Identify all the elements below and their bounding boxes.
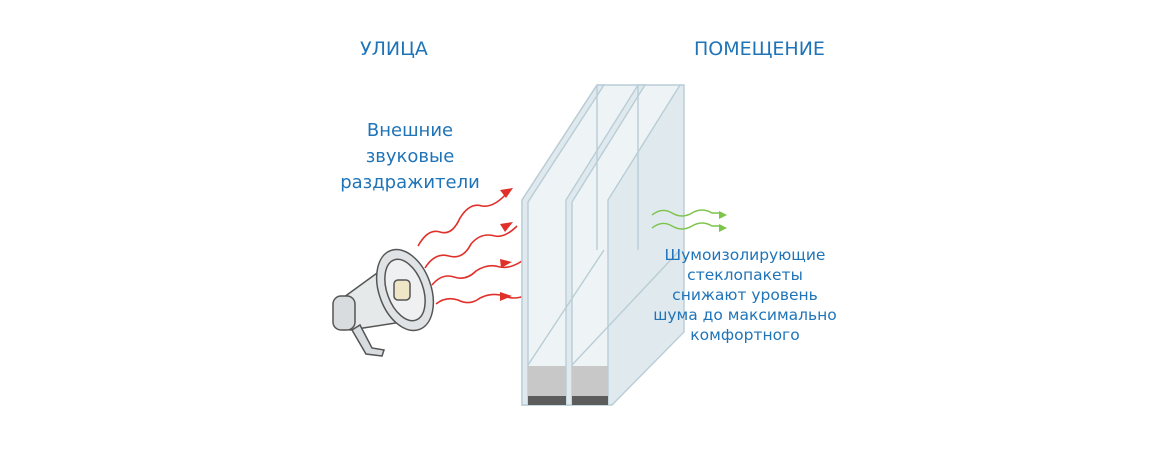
caption-line: раздражители	[340, 172, 480, 193]
caption-line: стеклопакеты	[687, 266, 803, 284]
noise-reduction-caption: Шумоизолирующие стеклопакеты снижают уро…	[640, 245, 850, 345]
caption-line: снижают уровень	[672, 286, 818, 304]
caption-line: звуковые	[365, 146, 455, 167]
caption-line: шума до максимально	[653, 306, 837, 324]
caption-line: комфортного	[690, 326, 800, 344]
spacer-frames	[528, 366, 608, 405]
triple-glazed-window	[521, 84, 685, 406]
caption-line: Внешние	[366, 120, 454, 141]
inside-heading: ПОМЕЩЕНИЕ	[694, 38, 825, 60]
quiet-sound-waves	[651, 209, 727, 232]
caption-line: Шумоизолирующие	[664, 246, 826, 264]
outside-heading: УЛИЦА	[360, 38, 428, 60]
external-noise-caption: Внешние звуковые раздражители	[330, 118, 490, 196]
arrowheads	[500, 188, 513, 301]
megaphone-icon	[332, 248, 435, 357]
loud-sound-waves	[417, 191, 525, 305]
